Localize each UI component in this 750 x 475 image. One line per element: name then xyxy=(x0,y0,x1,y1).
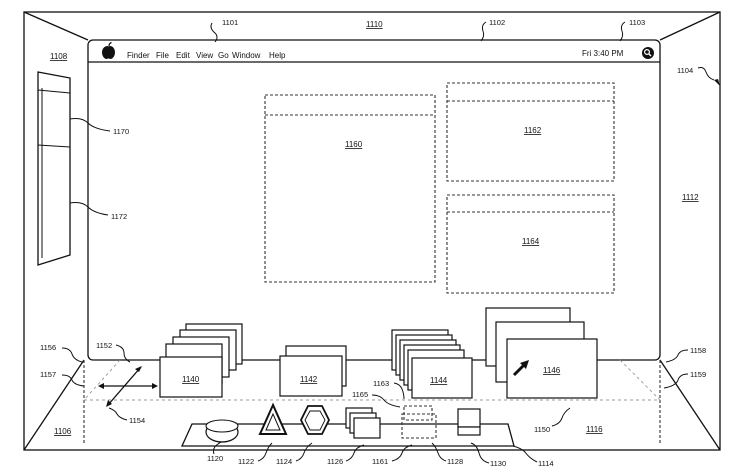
ref-1165: 1165 xyxy=(352,390,368,399)
leader-1150 xyxy=(551,407,571,427)
window-stack-1140[interactable] xyxy=(159,323,243,398)
window-1164[interactable] xyxy=(446,194,615,294)
leader-1156 xyxy=(61,347,83,363)
leader-1120 xyxy=(213,441,223,455)
pointer-arrow-icon xyxy=(512,360,529,377)
ref-1126: 1126 xyxy=(327,457,343,466)
menu-help[interactable]: Help xyxy=(269,51,286,60)
menu-file[interactable]: File xyxy=(156,51,169,60)
ref-1101: 1101 xyxy=(222,18,238,27)
ref-1161: 1161 xyxy=(372,457,388,466)
leader-1114 xyxy=(512,445,538,463)
ref-1140: 1140 xyxy=(182,375,200,384)
ref-1120: 1120 xyxy=(207,454,223,463)
ref-1158: 1158 xyxy=(690,346,706,355)
dock-icon-1161[interactable] xyxy=(401,405,437,439)
ref-1159: 1159 xyxy=(690,370,706,379)
ref-1170: 1170 xyxy=(113,127,129,136)
menu-clock: Fri 3:40 PM xyxy=(582,49,624,58)
ref-1116: 1116 xyxy=(586,425,603,434)
frame-corner-br xyxy=(659,359,721,451)
leader-1102 xyxy=(480,21,487,42)
ref-1104: 1104 xyxy=(677,66,693,75)
spotlight-search-icon[interactable] xyxy=(642,47,654,59)
ref-1150: 1150 xyxy=(534,425,550,434)
ref-1160: 1160 xyxy=(345,140,363,149)
ref-1164: 1164 xyxy=(522,237,540,246)
ref-1128: 1128 xyxy=(447,457,463,466)
leader-1170 xyxy=(69,118,111,132)
ref-1110: 1110 xyxy=(366,20,383,29)
window-stack-1144[interactable] xyxy=(391,329,473,399)
leader-1122 xyxy=(257,442,273,462)
outer-frame xyxy=(23,11,721,451)
leader-1163 xyxy=(393,382,405,400)
window-1160[interactable] xyxy=(264,94,436,283)
leader-1172 xyxy=(69,202,109,216)
dock-icon-1120[interactable] xyxy=(205,419,239,443)
leader-1154 xyxy=(108,407,128,421)
leader-1126 xyxy=(345,444,365,462)
ref-1157: 1157 xyxy=(40,370,56,379)
leader-1101 xyxy=(210,22,218,43)
leader-1158 xyxy=(665,349,689,363)
window-stack-1142[interactable] xyxy=(279,345,347,397)
leader-1161 xyxy=(391,444,413,462)
floor-left-slope xyxy=(83,359,121,401)
leader-1124 xyxy=(295,442,313,462)
leader-1104-arrow xyxy=(714,79,720,86)
ref-1124: 1124 xyxy=(276,457,292,466)
menu-go[interactable]: Go xyxy=(218,51,229,60)
window-1162[interactable] xyxy=(446,82,615,182)
window-stack-1146[interactable] xyxy=(485,307,598,399)
ref-1146: 1146 xyxy=(543,366,561,375)
apple-logo-icon[interactable] xyxy=(102,41,115,60)
ref-1163: 1163 xyxy=(373,379,389,388)
ref-1130: 1130 xyxy=(490,459,506,468)
ref-1152: 1152 xyxy=(96,341,112,350)
floor-right-slope xyxy=(619,359,661,401)
dock-icon-1124[interactable] xyxy=(299,405,331,435)
leader-1159 xyxy=(663,373,689,389)
menu-finder[interactable]: Finder xyxy=(127,51,150,60)
dock-icon-1130[interactable] xyxy=(457,408,481,436)
ref-1172: 1172 xyxy=(111,212,127,221)
leader-1165 xyxy=(371,394,401,408)
four-way-arrow-icon xyxy=(98,366,158,407)
ref-1156: 1156 xyxy=(40,343,56,352)
dock-icon-1126[interactable] xyxy=(345,407,381,439)
leader-1128 xyxy=(431,442,447,462)
menu-window[interactable]: Window xyxy=(232,51,261,60)
menu-view[interactable]: View xyxy=(196,51,213,60)
leader-1130 xyxy=(470,442,490,464)
frame-corner-bl xyxy=(23,359,85,451)
dock-icon-1122[interactable] xyxy=(258,402,288,435)
ref-1102: 1102 xyxy=(489,18,505,27)
side-panel-divider-2 xyxy=(37,144,71,148)
leader-1103 xyxy=(619,21,626,42)
ref-1122: 1122 xyxy=(238,457,254,466)
frame-corner-tr xyxy=(659,11,721,41)
side-wall-panel xyxy=(37,71,71,266)
leader-1104 xyxy=(697,67,715,81)
side-panel-divider-1 xyxy=(37,89,71,94)
frame-corner-tl xyxy=(23,11,89,41)
ref-1108: 1108 xyxy=(50,52,68,61)
ref-1154: 1154 xyxy=(129,416,145,425)
menu-edit[interactable]: Edit xyxy=(176,51,191,60)
ref-1162: 1162 xyxy=(524,126,542,135)
ref-1112: 1112 xyxy=(682,193,699,202)
leader-1152 xyxy=(115,344,131,363)
ref-1142: 1142 xyxy=(300,375,318,384)
ref-1144: 1144 xyxy=(430,376,448,385)
ref-1103: 1103 xyxy=(629,18,645,27)
ref-1114: 1114 xyxy=(538,459,554,468)
ref-1106: 1106 xyxy=(54,427,72,436)
leader-1157 xyxy=(61,374,85,387)
back-wall-screen xyxy=(87,39,661,361)
